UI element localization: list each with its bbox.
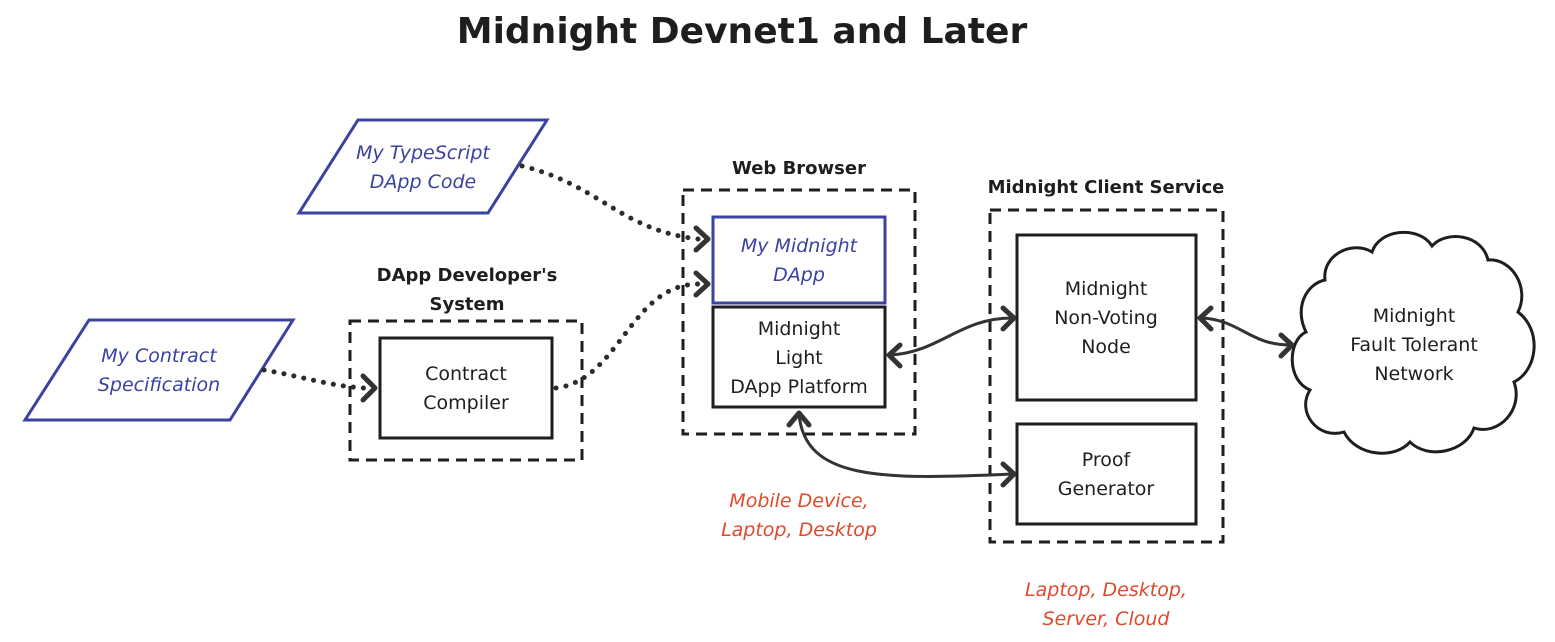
network-line3: Network [1374,363,1453,385]
client-device-note-line2: Server, Cloud [1043,608,1171,630]
light-platform-line3: DApp Platform [730,376,868,398]
network-line1: Midnight [1373,305,1456,327]
typescript-code-line1: My TypeScript [356,142,491,164]
typescript-to-dapp-arrowhead [693,225,711,253]
web-browser-label: Web Browser [732,158,866,179]
browser-device-note-line2: Laptop, Desktop [721,519,877,541]
browser-device-note-line1: Mobile Device, [729,490,868,512]
my-midnight-dapp-line2: DApp [773,264,825,286]
developer-system-label-line2: System [430,294,505,315]
my-midnight-dapp-line1: My Midnight [741,235,859,257]
my-midnight-dapp-box [711,215,887,305]
typescript-code-input [296,118,550,215]
platform-proof-connector [797,413,1013,478]
non-voting-node-line3: Node [1081,336,1131,358]
developer-system-group [348,319,584,462]
contract-spec-line2: Specification [98,374,220,396]
client-service-group [988,208,1225,544]
light-platform-line2: Light [775,347,822,369]
light-platform-line1: Midnight [758,318,841,340]
compiler-to-dapp-arrowhead [693,270,711,298]
contract-compiler-line2: Compiler [423,392,509,414]
client-service-label: Midnight Client Service [988,177,1225,198]
web-browser-group [681,188,917,436]
platform-node-arrowhead-right [1000,305,1017,332]
non-voting-node-box [1015,233,1198,402]
contract-spec-input [22,318,296,422]
diagram-title: Midnight Devnet1 and Later [457,11,1028,52]
contract-compiler-line1: Contract [425,363,507,385]
light-platform-box [711,305,887,409]
spec-to-compiler-connector [261,367,367,391]
proof-generator-line2: Generator [1058,478,1155,500]
typescript-code-line2: DApp Code [370,171,476,193]
platform-proof-arrowhead-up [786,410,812,428]
platform-node-connector [890,316,1013,357]
contract-compiler-box [378,336,554,440]
proof-generator-line1: Proof [1082,449,1132,471]
proof-generator-box [1015,422,1198,526]
contract-spec-line1: My Contract [101,345,218,367]
spec-to-compiler-arrowhead [360,373,378,403]
node-network-arrowhead-left [1197,305,1214,332]
client-device-note-line1: Laptop, Desktop, [1025,579,1187,601]
typescript-to-dapp-connector [519,163,701,242]
non-voting-node-line2: Non-Voting [1054,307,1158,329]
network-line2: Fault Tolerant [1350,334,1478,356]
non-voting-node-line1: Midnight [1065,278,1148,300]
network-cloud [1290,231,1536,455]
node-network-connector [1201,316,1291,347]
platform-proof-arrowhead-right [1000,461,1017,488]
platform-node-arrowhead-left [886,342,903,369]
developer-system-label-line1: DApp Developer's [377,265,558,286]
node-network-arrowhead-right [1278,332,1295,359]
compiler-to-dapp-connector [553,281,701,391]
